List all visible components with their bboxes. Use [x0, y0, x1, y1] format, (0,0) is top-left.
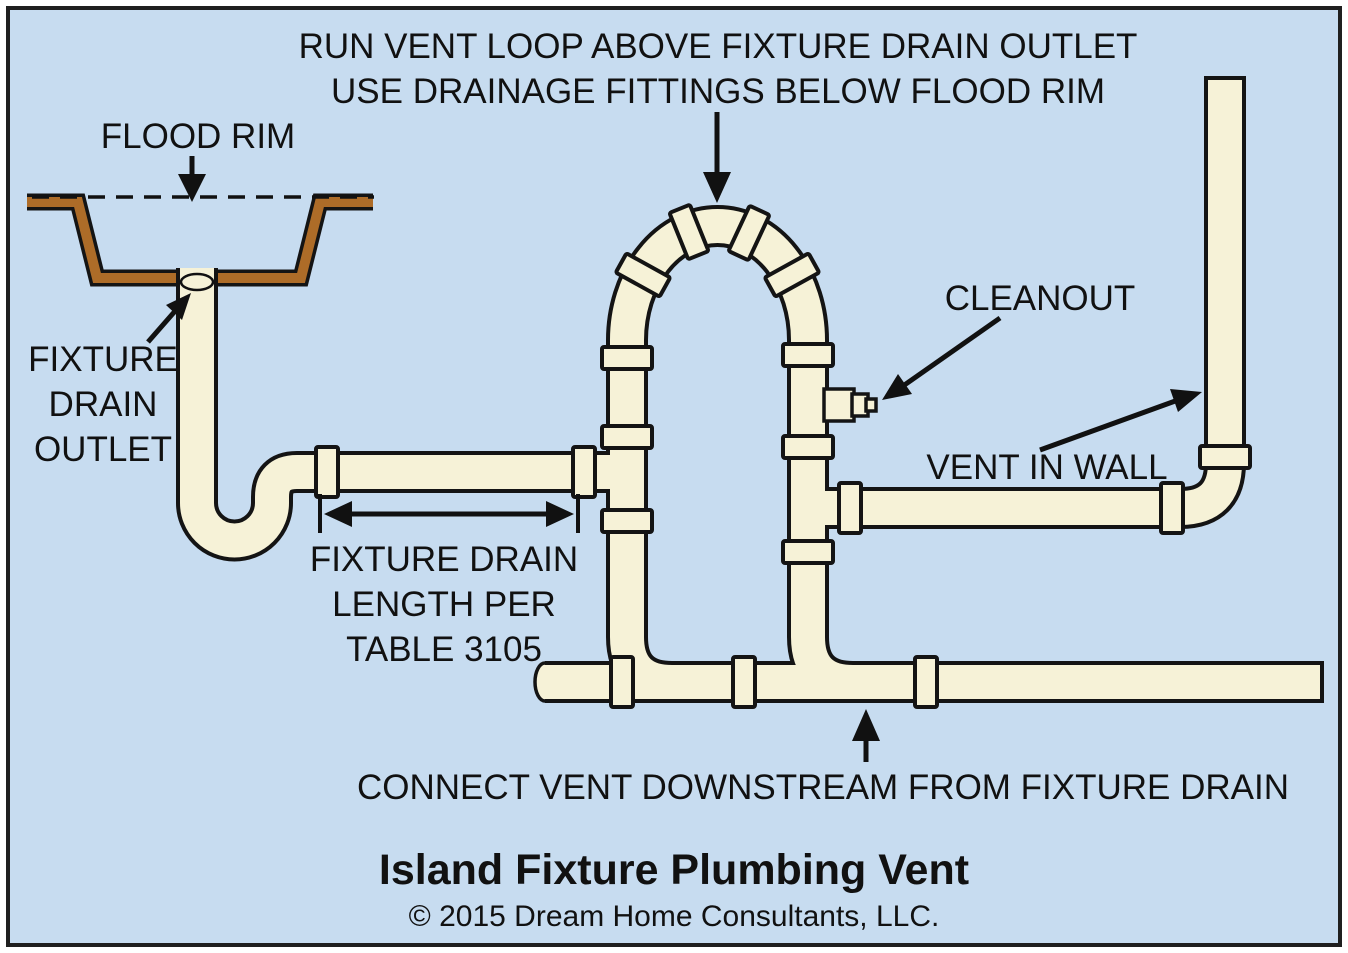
coupling — [614, 251, 672, 299]
bottom-drain-end-cap — [533, 661, 546, 703]
top-note-line2: USE DRAINAGE FITTINGS BELOW FLOOD RIM — [331, 72, 1105, 111]
annotation-arrows — [146, 112, 1202, 762]
coupling — [1159, 481, 1185, 535]
coupling — [731, 655, 757, 709]
fixture-drain-opening — [179, 272, 215, 292]
coupling — [600, 424, 654, 450]
fixture-drain-length-line2: LENGTH PER — [332, 585, 556, 624]
vent-in-wall-label: VENT IN WALL — [926, 448, 1168, 487]
vent-in-wall-arrow — [1039, 397, 1179, 453]
fixture-drain-outlet-arrow — [146, 308, 178, 344]
fixture-drain-length-label: FIXTURE DRAIN LENGTH PER TABLE 3105 — [294, 537, 594, 672]
flood-rim-label: FLOOD RIM — [100, 117, 296, 156]
connect-vent-arrowhead — [852, 709, 880, 741]
coupling — [1198, 444, 1252, 470]
flood-rim-arrowhead — [178, 174, 206, 202]
top-note-line1: RUN VENT LOOP ABOVE FIXTURE DRAIN OUTLET — [298, 27, 1138, 66]
connect-vent-label: CONNECT VENT DOWNSTREAM FROM FIXTURE DRA… — [356, 768, 1290, 807]
fixture-drain-outlet-line1: FIXTURE — [28, 340, 178, 379]
coupling — [571, 445, 597, 499]
coupling — [727, 204, 771, 262]
coupling — [314, 445, 340, 499]
cleanout-arrow — [901, 315, 1002, 389]
vent-loop-pipe-fill — [610, 209, 882, 699]
coupling — [913, 655, 939, 709]
title-block: Island Fixture Plumbing Vent © 2015 Drea… — [0, 845, 1348, 935]
dimension-arrowhead-left — [324, 501, 352, 527]
p-trap-fixture-drain-fill — [180, 268, 627, 558]
dimension-arrowhead-right — [546, 501, 574, 527]
cleanout-fitting — [822, 387, 878, 423]
coupling — [781, 342, 835, 368]
diagram-title: Island Fixture Plumbing Vent — [378, 846, 970, 894]
sink-cross-section — [27, 193, 373, 287]
cleanout-arrowhead — [882, 374, 912, 400]
pipe-couplings — [314, 203, 1252, 709]
coupling — [781, 539, 835, 565]
fixture-drain-length-line1: FIXTURE DRAIN — [309, 540, 579, 579]
coupling — [837, 481, 863, 535]
fixture-drain-outlet-line3: OUTLET — [33, 430, 173, 469]
vent-loop-pipe-outline — [606, 205, 882, 703]
copyright-text: © 2015 Dream Home Consultants, LLC. — [408, 900, 940, 933]
vent-in-wall-arrowhead — [1170, 389, 1202, 412]
fixture-drain-outlet-arrowhead — [166, 293, 191, 320]
coupling — [763, 251, 821, 299]
fixture-drain-length-line3: TABLE 3105 — [346, 630, 542, 669]
coupling — [781, 434, 835, 460]
coupling — [600, 345, 654, 371]
top-note-label: RUN VENT LOOP ABOVE FIXTURE DRAIN OUTLET… — [90, 24, 1346, 114]
fixture-drain-outlet-line2: DRAIN — [48, 385, 158, 424]
diagram-panel — [6, 6, 1342, 947]
vent-loop-arrowhead — [703, 172, 731, 203]
coupling — [609, 655, 635, 709]
coupling — [600, 508, 654, 534]
cleanout-label: CLEANOUT — [944, 279, 1136, 318]
fixture-drain-outlet-label: FIXTURE DRAIN OUTLET — [5, 337, 201, 472]
coupling — [668, 203, 710, 261]
